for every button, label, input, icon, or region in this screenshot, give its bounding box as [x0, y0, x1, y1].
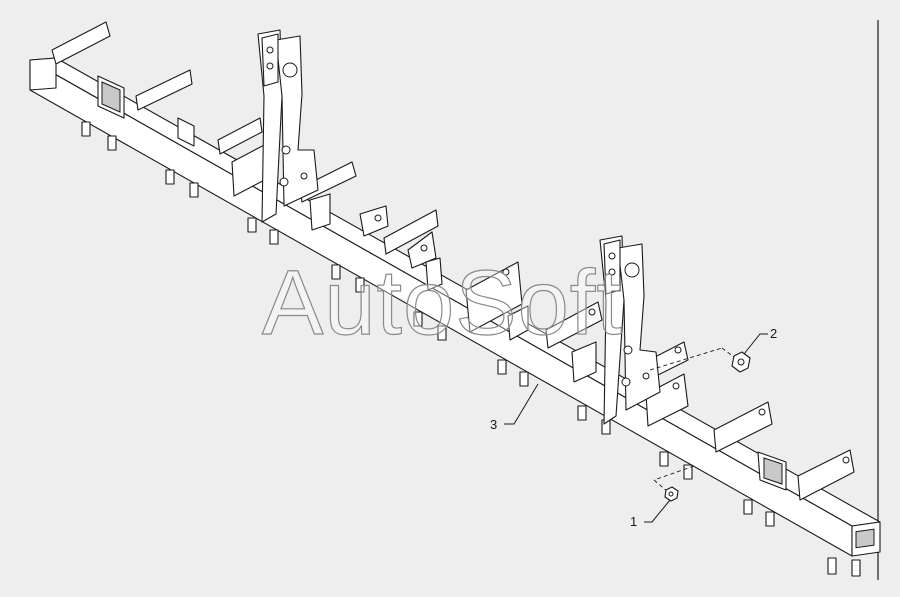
svg-text:2: 2 [770, 326, 777, 341]
upper-brackets [51, 21, 855, 501]
nut-part-2 [649, 347, 751, 373]
callout-3: 3 [490, 383, 539, 432]
left-hitch-bracket [257, 29, 319, 223]
right-hitch-bracket [599, 235, 661, 425]
callout-2: 2 [743, 326, 777, 355]
lower-tabs [81, 121, 861, 577]
nut-part-1 [653, 465, 695, 502]
watermark-text: AutoSoft [262, 252, 623, 354]
svg-text:1: 1 [630, 514, 637, 529]
svg-text:3: 3 [490, 417, 497, 432]
callout-1: 1 [630, 499, 671, 529]
